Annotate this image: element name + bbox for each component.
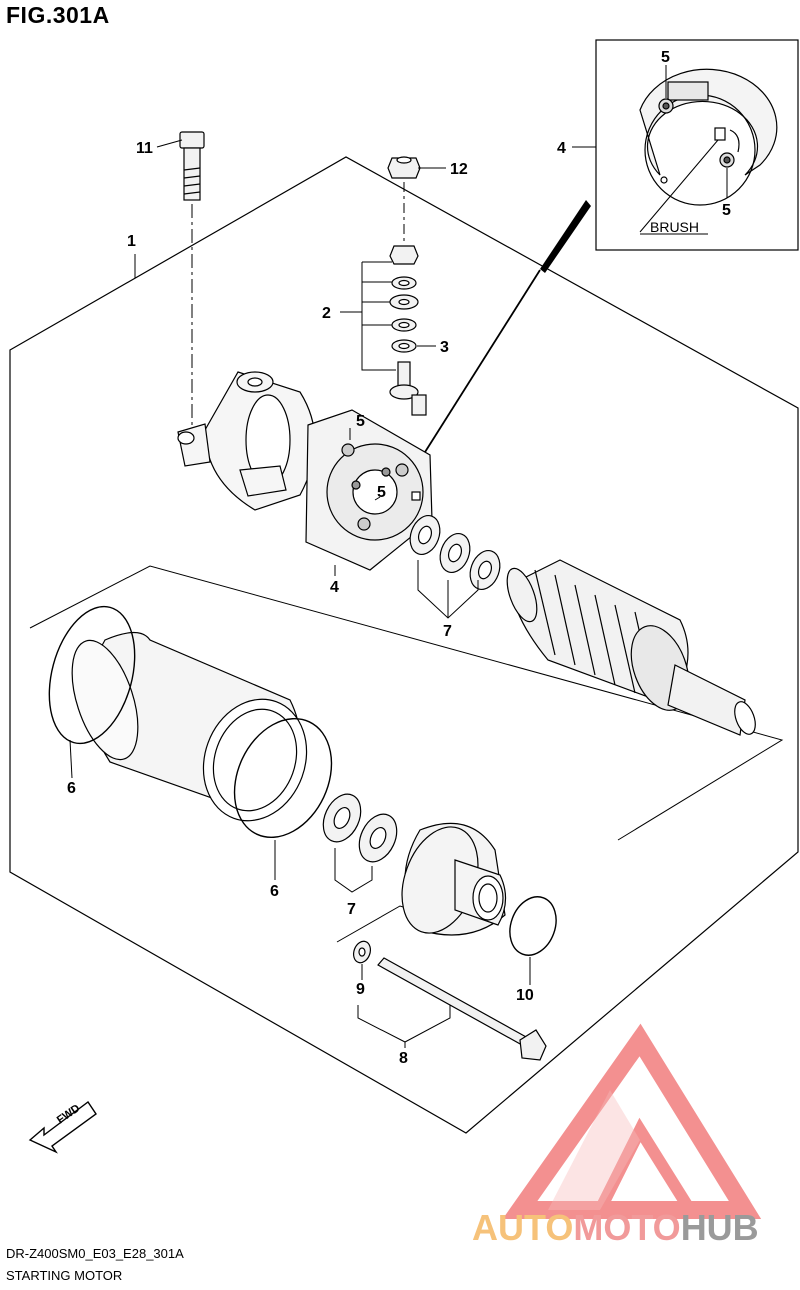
brush-label: BRUSH (650, 219, 699, 235)
terminal-stack (387, 156, 427, 416)
rear-end-cap (177, 371, 316, 511)
washers-part-7-upper (409, 515, 501, 590)
o-ring-part-6-right (233, 717, 333, 839)
callout-3: 3 (440, 339, 449, 356)
inset-brush-plate (639, 68, 778, 206)
diagram-code: DR-Z400SM0_E03_E28_301A (6, 1246, 184, 1261)
callout-9: 9 (356, 981, 365, 998)
callout-7-lower: 7 (347, 901, 356, 918)
callout-1: 1 (127, 233, 136, 250)
inset-pointer (540, 200, 591, 273)
o-ring-part-6-left (48, 605, 136, 745)
callout-11: 11 (136, 140, 153, 157)
armature (506, 559, 756, 736)
callout-12: 12 (450, 161, 468, 178)
front-cover (401, 822, 507, 936)
watermark-auto: AUTO (472, 1207, 573, 1248)
callout-2: 2 (322, 305, 331, 322)
callout-5-inset-top: 5 (661, 49, 670, 66)
through-bolt-part-8 (352, 940, 547, 1061)
callout-5-inset-bottom: 5 (722, 202, 731, 219)
brush-plate-part-4 (305, 409, 433, 571)
callout-4-main: 4 (330, 579, 339, 596)
callout-6-left: 6 (67, 780, 76, 797)
armature-section-outline (29, 565, 784, 841)
washers-part-7-lower (322, 793, 398, 863)
watermark-hub: HUB (681, 1207, 759, 1248)
leader-lines (69, 65, 728, 1048)
callout-7-upper: 7 (443, 623, 452, 640)
watermark-text: AUTOMOTOHUB (472, 1207, 759, 1248)
yoke-housing (71, 631, 308, 822)
watermark-logo (502, 1023, 762, 1219)
fwd-arrow-icon (28, 1100, 97, 1154)
callout-8: 8 (399, 1050, 408, 1067)
callout-5-main-top: 5 (356, 413, 365, 430)
callout-4-inset: 4 (557, 140, 566, 157)
watermark-moto: MOTO (573, 1207, 680, 1248)
callout-5-main-mid: 5 (377, 484, 386, 501)
figure-title: FIG.301A (6, 2, 110, 28)
assembly-outline (9, 156, 799, 1134)
bolt-part-11 (179, 131, 205, 201)
callout-6-right: 6 (270, 883, 279, 900)
o-ring-part-10 (509, 896, 557, 956)
callout-10: 10 (516, 987, 534, 1004)
diagram-name: STARTING MOTOR (6, 1268, 123, 1283)
